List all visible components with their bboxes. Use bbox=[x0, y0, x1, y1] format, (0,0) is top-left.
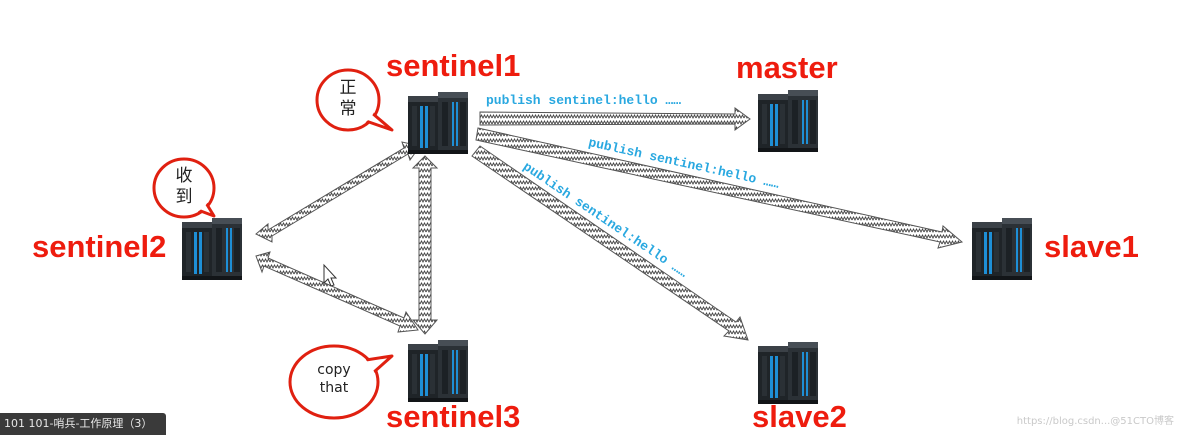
watermark: https://blog.csdn...@51CTO博客 bbox=[1016, 416, 1174, 427]
slave2-server-icon bbox=[758, 342, 818, 404]
sentinel2-server-icon bbox=[182, 218, 242, 280]
arrow-sentinel2-sentinel1 bbox=[255, 141, 421, 243]
slave1-server-icon bbox=[972, 218, 1032, 280]
arrows bbox=[255, 107, 964, 341]
master-label: master bbox=[736, 50, 838, 85]
arrow-sentinel1-slave2 bbox=[471, 145, 749, 341]
mouse-pointer-icon bbox=[323, 263, 338, 287]
sentinel1-bubble-text: 正 常 bbox=[339, 78, 357, 120]
sentinel3-label: sentinel3 bbox=[386, 399, 521, 434]
sentinel2-bubble-shape bbox=[152, 157, 216, 219]
sentinel2-bubble-text: 收 到 bbox=[175, 166, 193, 208]
master-server-icon bbox=[758, 90, 818, 152]
slave1-label: slave1 bbox=[1044, 229, 1139, 264]
sentinel3-bubble-text: copy that bbox=[317, 362, 351, 396]
sentinel2-label: sentinel2 bbox=[32, 229, 167, 264]
sentinel1-label: sentinel1 bbox=[386, 48, 521, 83]
sentinel1-server-icon bbox=[408, 92, 468, 154]
slave2-label: slave2 bbox=[752, 399, 847, 434]
arrow-sentinel2-sentinel3 bbox=[255, 251, 419, 333]
video-caption: 101 101-哨兵-工作原理（3） bbox=[0, 413, 166, 435]
sentinel3-bubble-shape bbox=[288, 344, 394, 420]
arrow-sentinel1-slave1 bbox=[475, 127, 964, 249]
arrow-sentinel1-master bbox=[479, 107, 751, 131]
sentinel3-server-icon bbox=[408, 340, 468, 402]
arrow-sentinel1-sentinel3 bbox=[411, 155, 439, 335]
sentinel1-bubble-shape bbox=[315, 68, 394, 132]
message-to-master: publish sentinel:hello …… bbox=[486, 93, 682, 108]
